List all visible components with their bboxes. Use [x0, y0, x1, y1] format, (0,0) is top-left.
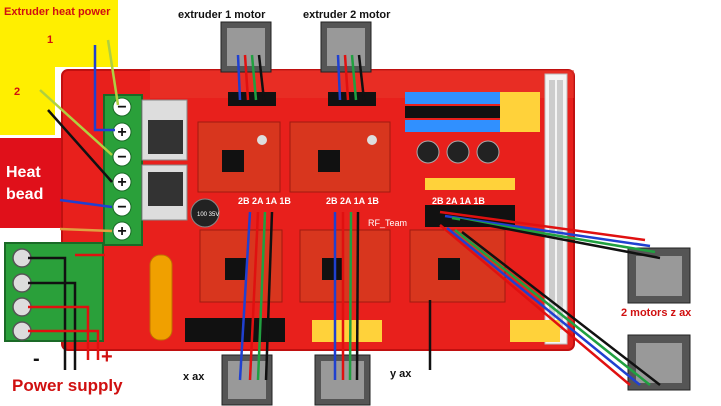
x-axis-label: x ax	[183, 371, 205, 383]
power-supply-label: Power supply	[12, 376, 123, 395]
heat-channel-1-label: 1	[47, 34, 54, 46]
aux-headers-2	[510, 320, 560, 342]
rf-team-label: RF_Team	[368, 218, 407, 228]
polyfuse	[149, 254, 173, 341]
jumper-blocks	[405, 92, 540, 132]
mosfet-bottom	[148, 172, 183, 206]
extruder-1-motor-label: extruder 1 motor	[178, 9, 266, 21]
driver-pin-label-3: 2B 2A 1A 1B	[432, 196, 485, 206]
driver-pin-label-2: 2B 2A 1A 1B	[326, 196, 379, 206]
z-motors-label: 2 motors z ax	[621, 307, 692, 319]
stepper-driver-e1	[289, 121, 391, 193]
endstop-headers-top	[425, 178, 515, 190]
svg-text:+: +	[117, 124, 126, 141]
power-terminal-screws	[12, 248, 32, 341]
svg-text:+: +	[117, 223, 126, 240]
capacitor	[190, 198, 220, 228]
terminal-polarity-marks: − + − + − +	[117, 99, 126, 240]
y-axis-label: y ax	[390, 368, 412, 380]
aux-headers-black	[185, 318, 285, 342]
x-axis-motor	[221, 354, 273, 406]
svg-text:−: −	[117, 199, 126, 216]
heat-power-wires	[39, 39, 120, 233]
plus-label: +	[101, 346, 113, 368]
mosfet-top	[148, 120, 183, 154]
z-axis-motor-2	[627, 334, 691, 391]
right-header-pins	[549, 80, 563, 330]
z-motor-wires	[428, 210, 661, 386]
driver-pin-label-1: 2B 2A 1A 1B	[238, 196, 291, 206]
minus-label: -	[33, 348, 40, 370]
svg-text:+: +	[117, 174, 126, 191]
extruder-motor-wires	[236, 54, 366, 101]
e1-motor-connector	[328, 92, 376, 106]
capacitors-row	[416, 140, 500, 164]
heat-bead-block	[0, 138, 70, 228]
svg-text:−: −	[117, 149, 126, 166]
heat-channel-2-label: 2	[14, 86, 21, 98]
e0-motor-connector	[228, 92, 276, 106]
heat-bead-label: Heat bead	[6, 164, 44, 203]
aux-headers-1	[312, 320, 382, 342]
board-power-terminal	[103, 94, 143, 246]
extruder-heat-power-label: Extruder heat power	[4, 6, 111, 18]
stepper-driver-y	[299, 229, 391, 303]
svg-text:−: −	[117, 99, 126, 116]
extruder-2-motor-label: extruder 2 motor	[303, 9, 391, 21]
capacitor-label: 100 35V	[197, 212, 219, 218]
power-supply-wires	[28, 253, 105, 370]
xy-motor-wires	[238, 211, 360, 381]
z-axis-motor-1	[627, 247, 691, 304]
stepper-driver-e0	[197, 121, 281, 193]
board-terminal-screws	[112, 97, 132, 241]
extruder-heat-power-block-1	[0, 0, 118, 67]
extruder-heat-power-block-2	[0, 67, 55, 135]
